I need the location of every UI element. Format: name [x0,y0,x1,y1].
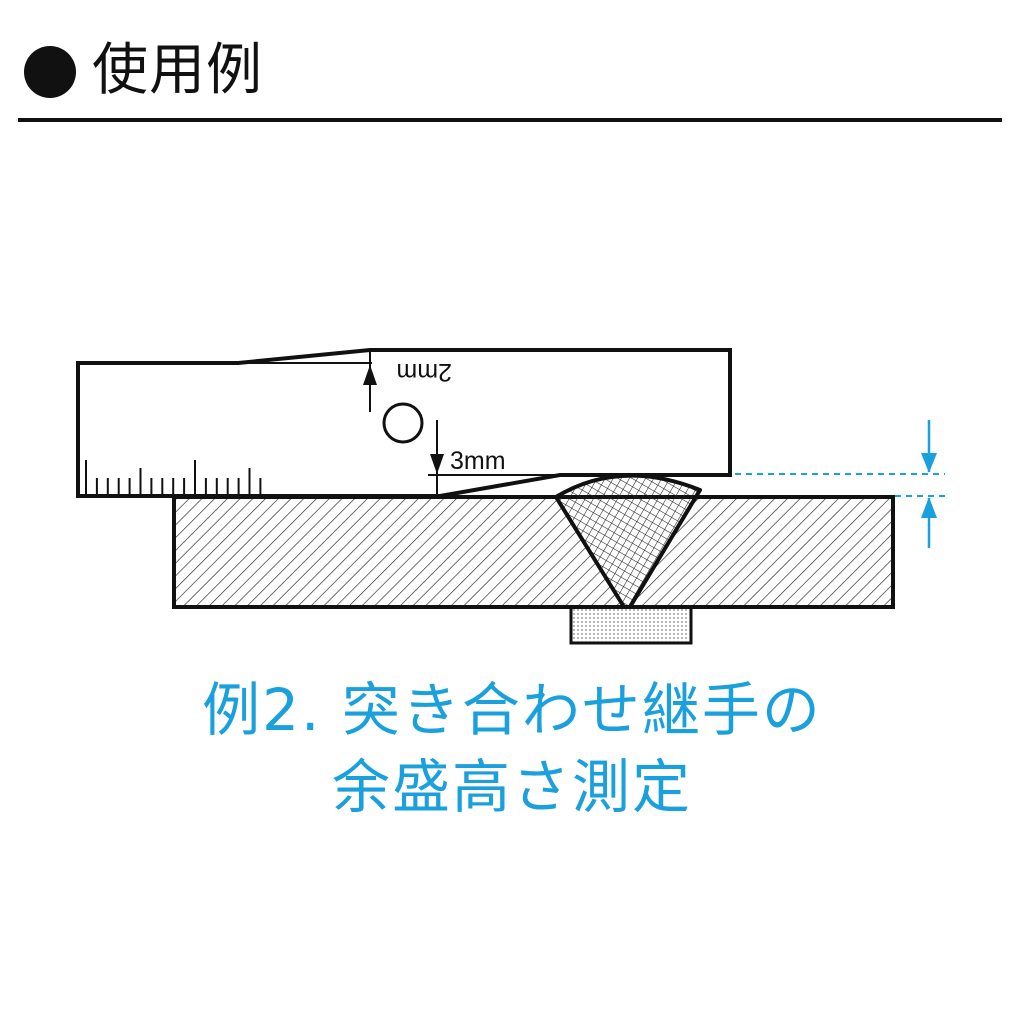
base-plate-outline [172,495,895,609]
caption-line-1: 例2. 突き合わせ継手の [202,676,822,744]
reinforcement-arrow-lower-head [921,497,937,518]
label-3mm: 3mm [450,447,506,475]
base-plate-right [630,497,893,607]
dim-3mm-arrow [430,454,444,474]
header-divider [18,118,1002,122]
gauge-bevel-lower [439,474,561,497]
bullet-icon [24,46,76,98]
dim-2mm-arrow [363,365,377,385]
gauge-hole [382,402,424,444]
label-2mm: 2mm [396,358,452,386]
section-title: 使用例 [92,38,263,103]
gauge-scale [85,460,262,494]
base-plate-left [174,497,624,607]
section-header: 使用例 [18,30,1002,122]
backing-strip [569,605,693,645]
reinforcement-arrow-upper-head [921,453,937,473]
caption-line-2: 余盛高さ測定 [331,753,692,821]
